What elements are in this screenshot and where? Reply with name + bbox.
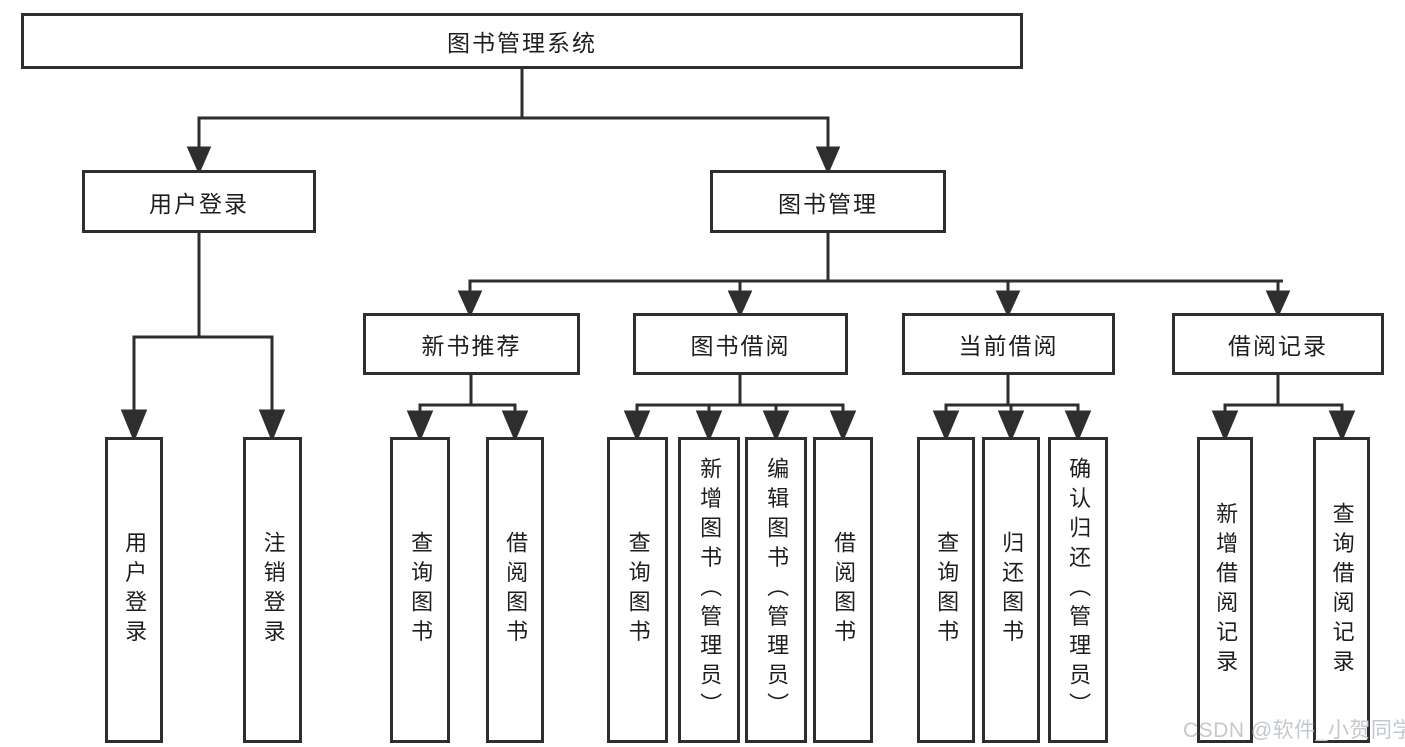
node-new-book-recommend-label: 新书推荐 <box>421 333 522 359</box>
leaf-logout: 注销登录 <box>243 437 302 743</box>
leaf-query-books-recommend: 查询图书 <box>390 437 450 743</box>
node-user-login-label: 用户登录 <box>149 190 249 217</box>
node-book-management: 图书管理 <box>710 170 946 233</box>
leaf-borrow-books-recommend: 借阅图书 <box>486 437 544 743</box>
leaf-borrow-books-label: 借阅图书 <box>831 531 857 649</box>
leaf-add-borrow-record-label: 新增借阅记录 <box>1213 501 1239 679</box>
connector-book-management-to-level3 <box>457 233 1291 318</box>
node-book-borrowing: 图书借阅 <box>633 313 848 375</box>
leaf-borrow-books: 借阅图书 <box>813 437 873 743</box>
leaf-user-login-label: 用户登录 <box>122 531 148 649</box>
leaf-query-books-recommend-label: 查询图书 <box>408 531 434 649</box>
leaf-edit-book-admin: 编辑图书（管理员） <box>745 437 807 743</box>
node-borrowing-records: 借阅记录 <box>1172 313 1384 375</box>
leaf-user-login: 用户登录 <box>105 437 163 743</box>
leaf-add-borrow-record: 新增借阅记录 <box>1197 437 1253 743</box>
leaf-add-book-admin-label: 新增图书（管理员） <box>697 457 723 723</box>
leaf-edit-book-admin-label: 编辑图书（管理员） <box>764 457 790 723</box>
leaf-add-book-admin: 新增图书（管理员） <box>678 437 740 743</box>
connector-root-to-level2 <box>186 69 841 175</box>
node-book-borrowing-label: 图书借阅 <box>690 333 791 359</box>
node-book-management-label: 图书管理 <box>778 190 878 217</box>
leaf-logout-label: 注销登录 <box>260 531 286 649</box>
leaf-return-books: 归还图书 <box>982 437 1040 743</box>
leaf-query-borrow-record: 查询借阅记录 <box>1313 437 1370 743</box>
leaf-query-borrow-record-label: 查询借阅记录 <box>1329 501 1355 679</box>
node-root-label: 图书管理系统 <box>447 30 597 56</box>
watermark: CSDN @软件_小贺同学 <box>1183 719 1405 742</box>
leaf-confirm-return-admin: 确认归还（管理员） <box>1048 437 1108 743</box>
node-current-borrowing: 当前借阅 <box>902 313 1115 375</box>
leaf-return-books-label: 归还图书 <box>999 531 1025 649</box>
connector-borrowing-records-to-leaves <box>1211 375 1356 442</box>
node-user-login: 用户登录 <box>82 170 316 233</box>
node-new-book-recommend: 新书推荐 <box>363 313 580 375</box>
leaf-query-books-borrow-label: 查询图书 <box>625 531 651 649</box>
leaf-query-books-current: 查询图书 <box>917 437 975 743</box>
leaf-confirm-return-admin-label: 确认归还（管理员） <box>1066 457 1092 723</box>
node-root: 图书管理系统 <box>21 13 1023 69</box>
node-current-borrowing-label: 当前借阅 <box>958 333 1059 359</box>
connector-current-borrowing-to-leaves <box>932 375 1092 442</box>
connector-new-book-recommend-to-leaves <box>406 375 529 442</box>
leaf-query-books-current-label: 查询图书 <box>934 531 960 649</box>
node-borrowing-records-label: 借阅记录 <box>1228 333 1328 359</box>
connector-user-login-to-leaves <box>120 233 286 442</box>
connector-book-borrowing-to-leaves <box>623 375 857 442</box>
leaf-query-books-borrow: 查询图书 <box>607 437 668 743</box>
leaf-borrow-books-recommend-label: 借阅图书 <box>503 531 529 649</box>
